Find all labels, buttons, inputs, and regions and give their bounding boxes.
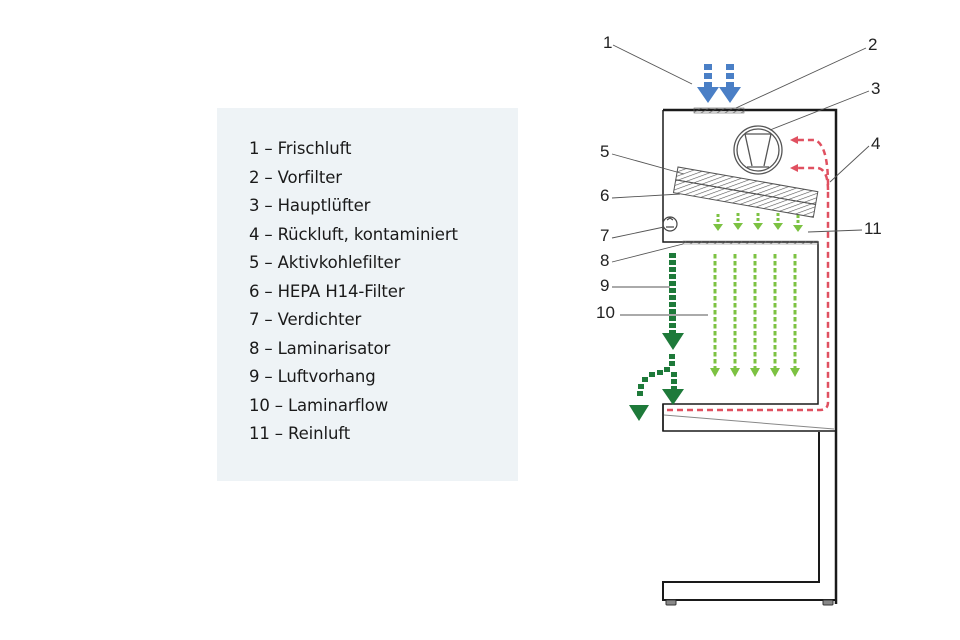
legend-item-label: Hauptlüfter: [277, 196, 371, 215]
legend-item: 1–Frischluft: [249, 135, 518, 164]
legend-item-number: 7: [249, 310, 260, 329]
legend-item-number: 1: [249, 139, 260, 158]
return-air-arrowheads: [790, 136, 798, 172]
legend-separator: –: [264, 253, 273, 272]
callout-1: 1: [603, 33, 612, 52]
legend-separator: –: [274, 395, 283, 415]
callout-3: 3: [871, 79, 880, 98]
legend-item: 11–Reinluft: [249, 420, 518, 449]
callout-5: 5: [600, 142, 609, 161]
laminarizer: [682, 240, 819, 245]
clean-air-arrows: [713, 213, 803, 232]
legend-item-number: 6: [249, 281, 260, 301]
callout-11: 11: [864, 219, 882, 238]
callout-numbers: 1 2 3 4 5 6 7 8 9 10 11: [596, 33, 882, 322]
return-air-arrows: [667, 138, 830, 412]
legend-item: 6–HEPA H14-Filter: [249, 278, 518, 307]
legend-item: 10–Laminarflow: [249, 392, 518, 421]
legend-item-label: Verdichter: [277, 310, 362, 329]
callout-leaders: [611, 44, 870, 316]
legend-item-label: Vorfilter: [277, 167, 342, 187]
legend-separator: –: [264, 167, 273, 187]
legend-item: 9–Luftvorhang: [249, 363, 518, 392]
pre-filter: [693, 107, 745, 114]
legend-separator: –: [274, 424, 283, 443]
legend-item-label: HEPA H14-Filter: [277, 281, 405, 301]
legend-item-number: 4: [249, 224, 260, 244]
legend-item-label: Laminarflow: [287, 395, 389, 415]
air-curtain-arrows: [629, 253, 684, 421]
legend-item: 2–Vorfilter: [249, 164, 518, 193]
legend-item-number: 10: [249, 395, 270, 415]
legend-item-number: 5: [249, 253, 260, 272]
legend-item: 7–Verdichter: [249, 306, 518, 335]
callout-6: 6: [600, 186, 609, 205]
legend-separator: –: [264, 224, 273, 244]
legend-item: 8–Laminarisator: [249, 335, 518, 364]
legend-item-number: 11: [249, 424, 270, 443]
legend-separator: –: [264, 139, 273, 158]
legend-item-label: Luftvorhang: [277, 367, 376, 386]
legend-separator: –: [264, 367, 273, 386]
legend-item-number: 3: [249, 196, 260, 215]
compressor-icon: [662, 216, 678, 232]
legend-item-number: 8: [249, 338, 260, 358]
callout-2: 2: [868, 35, 877, 54]
callout-7: 7: [600, 226, 609, 245]
fresh-air-arrows: [697, 64, 741, 103]
cabinet-feet: [665, 599, 834, 606]
callout-10: 10: [596, 303, 615, 322]
callout-4: 4: [871, 134, 880, 153]
filter-block: [672, 166, 819, 218]
legend-item-label: Rückluft, kontaminiert: [277, 224, 458, 244]
callout-9: 9: [600, 276, 609, 295]
main-fan-icon: [733, 125, 783, 175]
legend-separator: –: [264, 196, 273, 215]
legend-separator: –: [264, 281, 273, 301]
legend-item: 5–Aktivkohlefilter: [249, 249, 518, 278]
legend-item-label: Aktivkohlefilter: [277, 253, 401, 272]
legend-separator: –: [264, 338, 273, 358]
legend-item-label: Reinluft: [287, 424, 351, 443]
legend-separator: –: [264, 310, 273, 329]
legend-item-number: 9: [249, 367, 260, 386]
legend-item-number: 2: [249, 167, 260, 187]
callout-8: 8: [600, 251, 609, 270]
hepa-filter: [672, 179, 817, 218]
legend-item: 3–Hauptlüfter: [249, 192, 518, 221]
legend-item-label: Laminarisator: [277, 338, 391, 358]
laminar-flow-arrows: [710, 254, 800, 377]
legend-item-label: Frischluft: [277, 139, 352, 158]
legend-item: 4–Rückluft, kontaminiert: [249, 221, 518, 250]
